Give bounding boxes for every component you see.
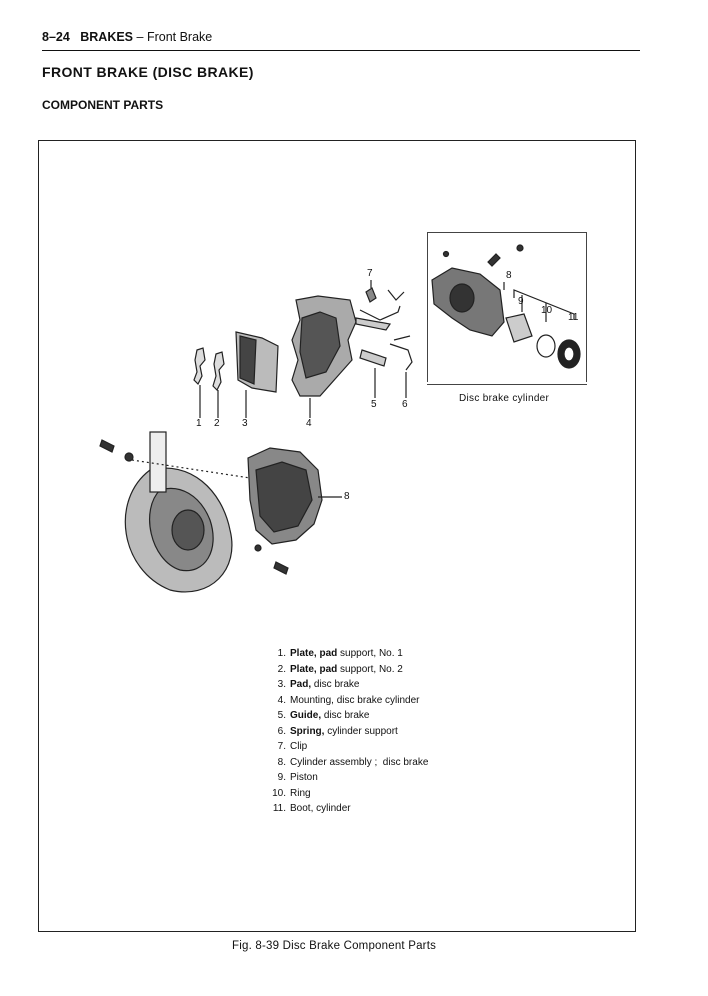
subsection-title: Front Brake <box>146 30 213 44</box>
legend-number: 4. <box>277 694 286 706</box>
legend-part-description: disc brake <box>321 710 370 721</box>
legend-part-description: Ring <box>290 787 311 799</box>
legend-number: 6. <box>277 725 286 737</box>
legend-part-description: Mounting, disc brake cylinder <box>290 694 420 706</box>
legend-item: 6. Spring, cylinder support <box>264 724 428 740</box>
callout-11: 11 <box>568 312 579 323</box>
legend-number: 1. <box>277 648 286 659</box>
inset-divider <box>427 384 587 385</box>
figure-frame <box>38 140 636 932</box>
callout-10: 10 <box>541 305 553 316</box>
legend-number: 2. <box>277 663 286 675</box>
legend-part-name: Spring, <box>290 725 325 737</box>
legend-item: 4. Mounting, disc brake cylinder <box>264 693 428 709</box>
legend-part-description: Cylinder assembly ; disc brake <box>290 756 429 768</box>
legend-item: 5. Guide, disc brake <box>264 708 428 724</box>
pad-support-plate-2 <box>212 351 225 392</box>
legend-part-description: Clip <box>290 741 308 752</box>
pad-support-plate-1 <box>193 347 206 386</box>
legend-item: 2. Plate, pad support, No. 2 <box>264 662 428 678</box>
legend-number: 7. <box>277 741 286 752</box>
piston <box>505 313 533 343</box>
disc-brake-guide <box>359 349 387 367</box>
callout-8-inset: 8 <box>506 270 512 281</box>
figure-caption: Fig. 8-39 Disc Brake Component Parts <box>232 940 437 952</box>
callout-1: 1 <box>196 418 202 429</box>
legend-item: 10. Ring <box>264 786 428 802</box>
section-title: BRAKES <box>80 30 134 44</box>
legend-item: 8. Cylinder assembly ; disc brake <box>264 755 429 771</box>
running-header: 8–24 BRAKES – Front Brake <box>42 30 212 44</box>
inset-box <box>427 232 587 382</box>
callout-9: 9 <box>518 296 524 307</box>
callout-2: 2 <box>214 418 220 429</box>
header-separator: – <box>133 30 147 44</box>
legend-part-description: Piston <box>290 772 318 783</box>
bolt <box>99 439 115 453</box>
legend-item: 9. Piston <box>264 770 428 786</box>
legend-part-name: Plate, pad <box>290 663 338 675</box>
legend-part-description: cylinder support <box>324 725 398 737</box>
legend-item: 11. Boot, cylinder <box>264 801 428 817</box>
callout-4: 4 <box>306 418 312 429</box>
legend-item: 7. Clip <box>264 739 428 755</box>
legend-part-name: Pad, <box>290 679 312 690</box>
legend-part-description: Boot, cylinder <box>290 803 351 814</box>
legend-number: 8. <box>277 756 286 768</box>
callout-8-caliper: 8 <box>344 491 350 502</box>
legend-number: 9. <box>277 772 286 783</box>
header-rule <box>42 50 640 51</box>
subheading: COMPONENT PARTS <box>42 98 164 112</box>
inset-caption: Disc brake cylinder <box>459 393 550 404</box>
legend-part-name: Guide, <box>290 710 322 721</box>
page-number: 8–24 <box>42 30 70 44</box>
callout-7: 7 <box>367 268 373 279</box>
legend-number: 11. <box>272 803 286 814</box>
legend-number: 10. <box>272 787 286 799</box>
callout-5: 5 <box>371 399 377 410</box>
legend-item: 1. Plate, pad support, No. 1 <box>264 646 428 662</box>
legend-number: 3. <box>277 679 286 690</box>
cylinder-support-spring <box>389 335 413 371</box>
legend-item: 3. Pad, disc brake <box>264 677 428 693</box>
legend-part-description: disc brake <box>311 679 360 690</box>
page-title: FRONT BRAKE (DISC BRAKE) <box>42 64 254 80</box>
legend-part-description: support, No. 1 <box>337 648 403 659</box>
clip <box>365 287 377 303</box>
legend-part-description: support, No. 2 <box>337 663 403 675</box>
piston-ring <box>536 334 556 358</box>
callout-3: 3 <box>242 418 248 429</box>
legend-number: 5. <box>277 710 286 721</box>
legend-part-name: Plate, pad <box>290 648 338 659</box>
callout-6: 6 <box>402 399 408 410</box>
